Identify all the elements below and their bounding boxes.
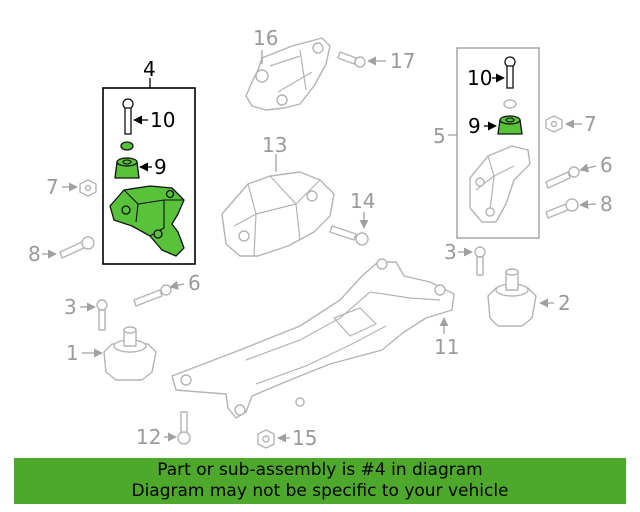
part-1-engine-mount[interactable] [103,326,157,381]
part-11-crossmember[interactable] [171,258,455,419]
part-10-bolt-group4[interactable] [122,98,134,135]
part-3-bolt-right[interactable] [474,246,486,276]
callout-6-left[interactable]: 6 [188,271,201,295]
part-6-bolt-right[interactable] [545,166,580,189]
banner-line-2: Diagram may not be specific to your vehi… [131,481,509,501]
part-8-bolt-left[interactable] [59,236,95,259]
callout-3-left[interactable]: 3 [64,295,77,319]
banner-line-1: Part or sub-assembly is #4 in diagram [157,460,483,480]
part-17-bolt[interactable] [337,51,366,68]
callout-11[interactable]: 11 [434,335,459,359]
part-10-bolt-group5[interactable] [504,56,516,89]
part-2-engine-mount[interactable] [487,268,537,327]
part-washer-group5[interactable] [503,99,517,109]
callout-9-group5[interactable]: 9 [468,114,481,138]
callout-13[interactable]: 13 [262,133,287,157]
callout-16[interactable]: 16 [253,26,278,50]
callout-14[interactable]: 14 [350,189,375,213]
part-13-mount[interactable] [221,171,335,257]
callout-7-left[interactable]: 7 [46,175,59,199]
callout-1[interactable]: 1 [66,341,79,365]
part-4-bracket[interactable] [109,185,185,257]
part-7-nut-right[interactable] [545,115,563,133]
group-4-box [102,87,196,265]
callout-9-group4[interactable]: 9 [154,155,167,179]
part-washer-group4[interactable] [120,141,134,151]
callout-5[interactable]: 5 [433,124,446,148]
part-12-bolt[interactable] [177,411,191,445]
callout-17[interactable]: 17 [390,49,415,73]
part-5-bracket[interactable] [469,145,531,223]
part-6-bolt-left[interactable] [133,284,172,307]
callout-15[interactable]: 15 [292,426,317,450]
part-14-bolt[interactable] [329,225,369,246]
group-5-box [456,47,540,239]
callout-8-left[interactable]: 8 [28,242,41,266]
callout-2[interactable]: 2 [558,291,571,315]
part-8-bolt-right[interactable] [545,198,579,219]
part-7-nut-left[interactable] [79,179,97,197]
callout-4[interactable]: 4 [143,57,156,81]
callout-7-right[interactable]: 7 [584,112,597,136]
part-16-bracket[interactable] [245,37,331,111]
part-15-nut[interactable] [257,429,275,449]
leader-6-right [579,163,597,173]
part-9-bushing-group5[interactable] [497,115,523,135]
callout-6-right[interactable]: 6 [600,153,613,177]
part-9-bushing-group4[interactable] [114,157,140,179]
leader-6-left [169,280,185,290]
part-3-bolt-left[interactable] [96,299,108,331]
callout-3-right[interactable]: 3 [444,240,457,264]
info-banner-background [14,458,626,504]
info-banner: Part or sub-assembly is #4 in diagram Di… [14,458,626,504]
callout-10-group5[interactable]: 10 [467,66,492,90]
callout-12[interactable]: 12 [136,425,161,449]
leader-8-right [579,199,597,210]
callout-8-right[interactable]: 8 [600,192,613,216]
callout-10-group4[interactable]: 10 [150,108,175,132]
